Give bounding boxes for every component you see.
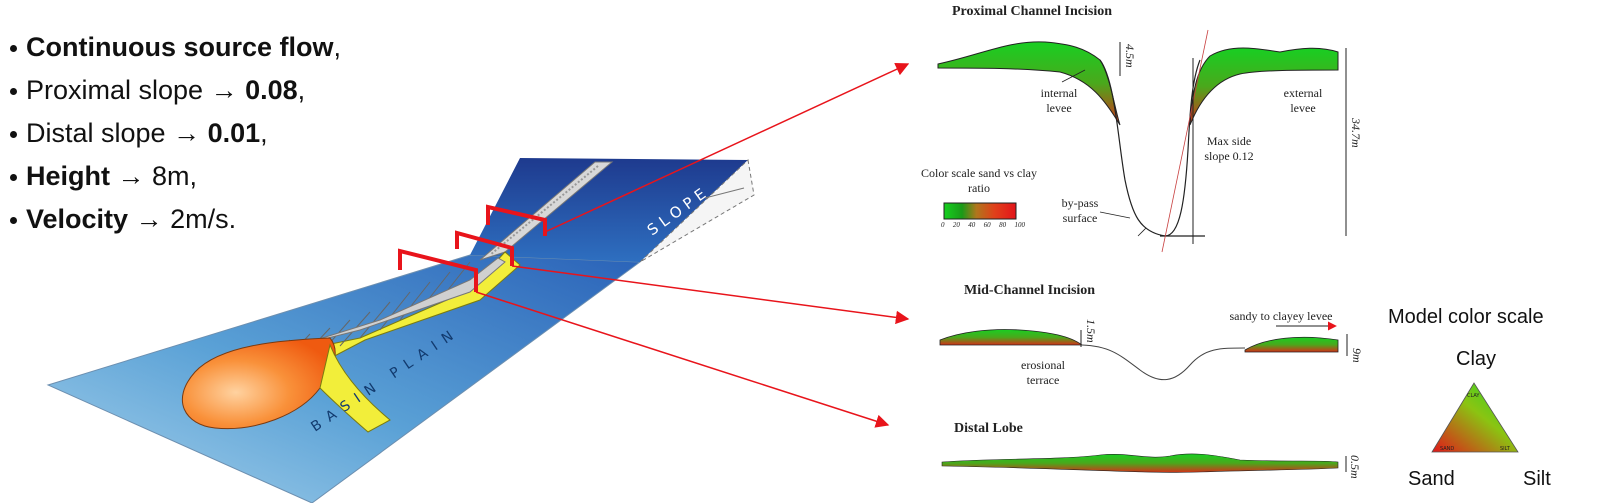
ternary-color-legend: CLAY SAND SILT bbox=[1431, 382, 1519, 453]
proximal-section bbox=[937, 29, 1347, 253]
bullet-velocity: Velocity → 2m/s. bbox=[10, 198, 341, 241]
bullet-distal-slope: Distal slope → 0.01, bbox=[10, 112, 341, 155]
proximal-height-small: 4.5m bbox=[1123, 44, 1137, 68]
sand-label: Sand bbox=[1408, 468, 1455, 490]
scale-tick: 40 bbox=[968, 221, 976, 229]
color-scale-title: Color scale sand vs clay ratio bbox=[921, 166, 1037, 195]
proximal-right-levee bbox=[1189, 47, 1339, 126]
ternary-triangle bbox=[1431, 382, 1519, 453]
bullet-dot bbox=[10, 88, 17, 96]
clay-label: Clay bbox=[1456, 348, 1497, 370]
scale-tick: 20 bbox=[952, 221, 960, 229]
internal-levee-label: internal levee bbox=[1040, 86, 1078, 115]
slope-side-face bbox=[639, 158, 755, 263]
tri-inner-clay: CLAY bbox=[1467, 393, 1480, 399]
erosional-terrace-label: erosional terrace bbox=[1021, 358, 1065, 387]
scale-tick: 80 bbox=[999, 221, 1007, 229]
section-marker-mid bbox=[455, 230, 514, 266]
sand-clay-color-scale bbox=[943, 202, 1017, 220]
max-slope-line bbox=[1161, 29, 1209, 253]
mid-title: Mid-Channel Incision bbox=[964, 283, 1096, 298]
scale-tick: 0 bbox=[941, 221, 945, 229]
tri-inner-silt: SILT bbox=[1500, 446, 1511, 452]
internal-levee-pointer bbox=[1061, 69, 1086, 83]
parameter-list: Continuous source flow, Proximal slope →… bbox=[10, 26, 341, 241]
bypass-pointer bbox=[1099, 211, 1131, 219]
mid-left-levee bbox=[939, 329, 1084, 346]
bullet-dot bbox=[10, 217, 17, 225]
scale-tick: 100 bbox=[1014, 221, 1025, 229]
external-levee-label: external levee bbox=[1283, 86, 1323, 115]
bullet-proximal-slope: Proximal slope → 0.08, bbox=[10, 69, 341, 112]
max-side-slope-label: Max side slope 0.12 bbox=[1204, 134, 1254, 163]
lobe-fringe bbox=[319, 343, 391, 433]
distal-lobe-profile bbox=[941, 453, 1339, 473]
scale-tick: 60 bbox=[983, 221, 991, 229]
model-color-scale-title: Model color scale bbox=[1388, 306, 1544, 328]
bullet-dot bbox=[10, 174, 17, 182]
arrow-to-distal bbox=[475, 291, 890, 428]
distal-height: 0.5m bbox=[1348, 455, 1362, 479]
mid-channel-profile bbox=[1081, 344, 1246, 380]
color-scale-ticks: 0 20 40 60 80 100 bbox=[941, 221, 1025, 229]
bypass-arrow bbox=[1137, 227, 1147, 237]
proximal-height-large: 34.7m bbox=[1349, 118, 1363, 148]
silt-label: Silt bbox=[1523, 468, 1551, 490]
distal-title: Distal Lobe bbox=[954, 421, 1023, 436]
section-marker-proximal bbox=[486, 204, 547, 236]
block-diagram: SLOPE BASIN PLAIN bbox=[46, 158, 755, 503]
mid-right-levee bbox=[1244, 336, 1339, 353]
proximal-left-levee bbox=[937, 41, 1121, 126]
proximal-title: Proximal Channel Incision bbox=[952, 4, 1112, 19]
bullet-height: Height → 8m, bbox=[10, 155, 341, 198]
mid-height-right: 9m bbox=[1350, 348, 1364, 363]
distal-section bbox=[941, 453, 1347, 473]
slope-angle-line bbox=[704, 187, 745, 199]
bullet-dot bbox=[10, 131, 17, 139]
mid-section bbox=[939, 321, 1348, 380]
mid-height-small: 1.5m bbox=[1084, 319, 1098, 343]
proximal-channel-profile bbox=[1099, 59, 1201, 237]
arrow-to-proximal bbox=[544, 62, 910, 233]
tri-inner-sand: SAND bbox=[1440, 446, 1454, 452]
bullet-source-flow: Continuous source flow, bbox=[10, 26, 341, 69]
bullet-dot bbox=[10, 45, 17, 53]
slope-surface bbox=[470, 158, 748, 262]
section-marker-distal bbox=[398, 248, 478, 292]
arrow-to-mid bbox=[511, 265, 910, 325]
bypass-label: by-pass surface bbox=[1061, 196, 1099, 225]
sandy-to-clayey-label: sandy to clayey levee bbox=[1229, 309, 1333, 323]
